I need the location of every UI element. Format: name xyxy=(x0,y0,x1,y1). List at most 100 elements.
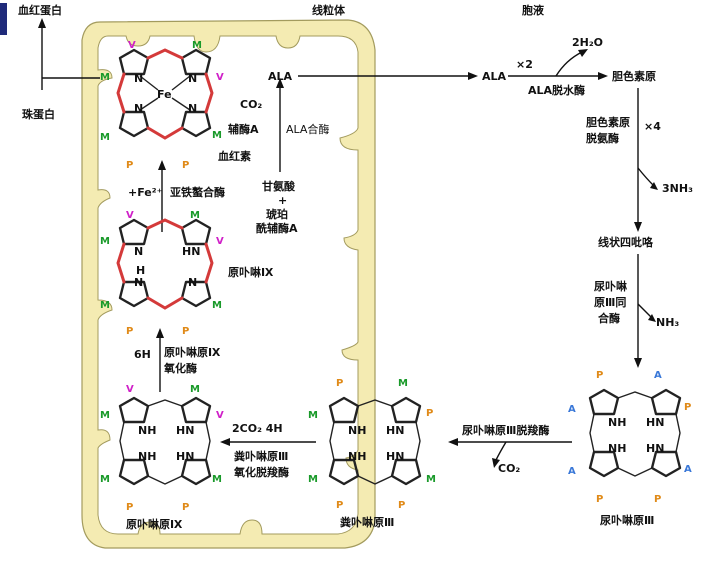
arrowhead xyxy=(38,18,46,28)
sub-A: A xyxy=(684,464,692,475)
heme-label: 血红素 xyxy=(218,149,251,163)
ala-cyto-label: ALA xyxy=(482,70,507,83)
copro-oxidase-label-2: 氧化脱羧酶 xyxy=(233,465,289,479)
deaminase-label-2: 脱氨酶 xyxy=(586,131,619,145)
sub-V: V xyxy=(126,210,134,221)
co2-mito-label: CO₂ xyxy=(240,98,262,111)
sub-M: M xyxy=(308,474,318,485)
uroporphyrinogen-iii-label: 尿卟啉原Ⅲ xyxy=(600,513,654,527)
protoporphyrin-ix-label: 原卟啉Ⅸ xyxy=(228,265,274,279)
n-atom: N xyxy=(134,245,143,258)
3nh3-label: 3NH₃ xyxy=(662,182,693,195)
ala-mito-label: ALA xyxy=(268,70,293,83)
sub-A: A xyxy=(654,370,662,381)
copro-oxidase-label-1: 粪卟啉原Ⅲ xyxy=(234,449,288,463)
nh3-label: NH₃ xyxy=(656,316,679,329)
uroporphyrinogen-iii-structure: NH HN NH HN xyxy=(588,388,682,478)
succinyl-label: 琥珀 xyxy=(266,207,288,221)
co2-out-arrow xyxy=(495,441,507,461)
sub-M: M xyxy=(192,40,202,51)
globin-label: 珠蛋白 xyxy=(22,107,55,121)
mitochondrion-inner-space xyxy=(97,35,359,535)
n-atom: N xyxy=(188,102,197,115)
coenzyme-a-label: 辅酶A xyxy=(228,122,259,136)
ala-synthase-label: ALA合酶 xyxy=(286,122,329,136)
hn-atom: HN xyxy=(182,245,200,258)
nh-atom: NH xyxy=(608,442,626,455)
sub-P: P xyxy=(336,378,343,389)
hn-atom: HN xyxy=(646,442,664,455)
sub-M: M xyxy=(212,300,222,311)
sub-M: M xyxy=(308,410,318,421)
coproporphyrinogen-iii-label: 粪卟啉原Ⅲ xyxy=(340,515,394,529)
x2-label: ×2 xyxy=(516,58,533,71)
sub-M: M xyxy=(190,384,200,395)
sub-M: M xyxy=(190,210,200,221)
sub-P: P xyxy=(398,500,405,511)
sub-M: M xyxy=(100,132,110,143)
sub-P: P xyxy=(654,494,661,505)
nh3-out-arrow xyxy=(637,167,655,187)
hemoglobin-label: 血红蛋白 xyxy=(18,3,62,17)
sub-M: M xyxy=(212,474,222,485)
label-cytosol: 胞液 xyxy=(522,3,545,17)
sub-M: M xyxy=(100,236,110,247)
uro-decarboxylase-label: 尿卟啉原Ⅲ脱羧酶 xyxy=(462,423,549,437)
heme-structure: N N N N Fe xyxy=(116,48,214,140)
label-mitochondrion: 线粒体 xyxy=(312,3,346,17)
sub-M: M xyxy=(100,474,110,485)
sub-P: P xyxy=(426,408,433,419)
sub-M: M xyxy=(100,300,110,311)
sub-V: V xyxy=(216,72,224,83)
linear-tetrapyrrole-label: 线状四吡咯 xyxy=(598,235,654,249)
n-atom: N xyxy=(188,72,197,85)
sub-M: M xyxy=(398,378,408,389)
porphobilinogen-label: 胆色素原 xyxy=(612,69,656,83)
fe-atom: Fe xyxy=(157,88,172,101)
n-atom: N xyxy=(134,276,143,289)
nh-atom: NH xyxy=(348,424,366,437)
sub-P: P xyxy=(126,502,133,513)
nh-atom: NH xyxy=(138,424,156,437)
protoporphyrinogen-ix-label: 原卟啉原Ⅸ xyxy=(126,517,183,531)
sub-P: P xyxy=(596,494,603,505)
protoporphyrinogen-ix-structure: NH HN NH HN xyxy=(118,396,212,486)
sub-V: V xyxy=(216,236,224,247)
6h-label: 6H xyxy=(134,348,151,361)
sub-P: P xyxy=(126,326,133,337)
hn-atom: HN xyxy=(386,450,404,463)
nh3-cosyn-arrow xyxy=(637,303,653,319)
co2-cyto-label: CO₂ xyxy=(498,462,520,475)
sub-V: V xyxy=(126,384,134,395)
nh-atom: NH xyxy=(608,416,626,429)
nh-atom: NH xyxy=(138,450,156,463)
h-atom: H xyxy=(136,264,145,277)
deaminase-label-1: 胆色素原 xyxy=(586,115,630,129)
hn-atom: HN xyxy=(176,450,194,463)
sub-A: A xyxy=(568,404,576,415)
oxidase-label-2: 氧化酶 xyxy=(163,361,197,375)
sub-M: M xyxy=(212,130,222,141)
sub-P: P xyxy=(182,326,189,337)
2h2o-label: 2H₂O xyxy=(572,36,603,49)
sub-M: M xyxy=(100,410,110,421)
fe2-label: +Fe²⁺ xyxy=(128,186,163,199)
x4-label: ×4 xyxy=(644,120,661,133)
nh-atom: NH xyxy=(348,450,366,463)
succinyl-coa-label: 酰辅酶A xyxy=(256,221,298,235)
sub-P: P xyxy=(126,160,133,171)
sub-A: A xyxy=(568,466,576,477)
sub-P: P xyxy=(182,502,189,513)
protoporphyrin-ix-structure: N HN H N N xyxy=(116,218,214,310)
slide-marker xyxy=(0,3,7,35)
sub-M: M xyxy=(426,474,436,485)
ala-dehydratase-label: ALA脱水酶 xyxy=(528,83,585,97)
n-atom: N xyxy=(134,102,143,115)
hn-atom: HN xyxy=(646,416,664,429)
plus-label: + xyxy=(278,194,287,207)
sub-V: V xyxy=(216,410,224,421)
sub-P: P xyxy=(182,160,189,171)
hn-atom: HN xyxy=(176,424,194,437)
